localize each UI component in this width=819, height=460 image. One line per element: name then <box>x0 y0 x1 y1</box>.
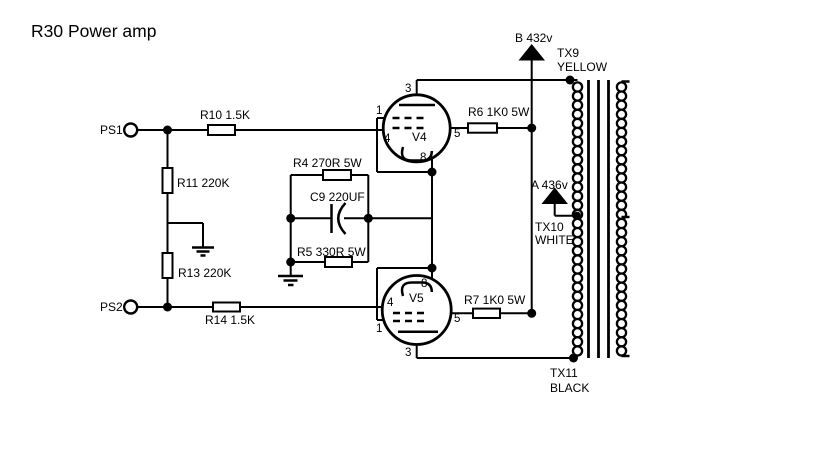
secondary-winding <box>615 81 628 357</box>
junction-dot <box>363 213 373 223</box>
junction-dot-tx9 <box>565 75 575 85</box>
v5-pin3-label: 3 <box>405 347 411 359</box>
junction-dot <box>427 167 437 177</box>
tx11-wire-label: BLACK <box>550 381 589 395</box>
r11-label: R11 220K <box>177 176 229 190</box>
v4-pin8-label: 8 <box>420 152 426 164</box>
r10-resistor <box>207 124 236 136</box>
b-supply: B 432v <box>515 31 552 61</box>
c9-capacitor: C9 220UF <box>310 190 365 235</box>
junction-dot <box>427 263 437 273</box>
input-ps1: PS1 <box>100 122 139 138</box>
r11-resistor <box>161 167 174 194</box>
r7-label: R7 1K0 5W <box>464 293 526 307</box>
r13-label: R13 220K <box>178 266 231 280</box>
v5-pin8-label: 8 <box>421 278 427 290</box>
tx11-label: TX11 <box>550 366 578 380</box>
ps1-label: PS1 <box>100 123 123 137</box>
v4-pin5-label: 5 <box>454 128 460 140</box>
r4-label: R4 270R 5W <box>293 156 362 170</box>
r6-resistor <box>467 122 498 134</box>
tx9-label: TX9 <box>557 46 579 60</box>
tube-v5: V5 8 4 1 5 3 <box>376 274 460 359</box>
output-transformer: TX9 YELLOW TX10 WHITE TX11 BLACK <box>535 46 630 395</box>
junction-dot <box>163 125 172 135</box>
v4-pin1-label: 1 <box>376 105 382 117</box>
junction-dot <box>527 123 537 133</box>
v4-pin4-label: 4 <box>384 133 391 145</box>
input-ps2: PS2 <box>100 299 139 315</box>
ps1-terminal-icon <box>122 122 139 138</box>
junction-dots <box>163 75 581 363</box>
tx10-label: TX10 <box>535 220 564 234</box>
page-title: R30 Power amp <box>31 21 156 41</box>
ground-divider <box>192 246 214 257</box>
tube-v4: V4 3 1 4 5 8 <box>376 83 460 164</box>
junction-dot-tx11 <box>569 353 578 363</box>
v5-envelope <box>380 274 453 346</box>
a-supply-arrow-icon <box>541 187 568 204</box>
v4-pin3-label: 3 <box>405 83 411 95</box>
ps2-terminal-icon <box>122 299 139 315</box>
junction-dot <box>527 308 537 318</box>
v5-pin5-label: 5 <box>454 313 460 325</box>
tx9-wire-label: YELLOW <box>557 60 608 74</box>
r10-label: R10 1.5K <box>200 108 250 122</box>
ground-cathode-network <box>278 274 303 287</box>
a-supply: A 436v <box>531 178 568 204</box>
v5-cathode <box>400 281 434 297</box>
junction-dot <box>163 302 172 312</box>
resistors: R10 1.5K R11 220K R13 220K R14 1.5K R4 2… <box>161 105 530 327</box>
r13-resistor <box>161 252 174 279</box>
primary-winding <box>571 81 584 357</box>
v4-label: V4 <box>412 130 427 144</box>
r14-resistor <box>212 301 241 313</box>
ps2-label: PS2 <box>100 300 123 314</box>
c9-label: C9 220UF <box>310 190 365 204</box>
junction-dot-tx10 <box>573 211 581 220</box>
c9-curved-plate <box>337 202 347 235</box>
v5-pin4-label: 4 <box>387 297 394 309</box>
v5-label: V5 <box>409 291 424 305</box>
b-supply-label: B 432v <box>515 31 552 45</box>
r14-label: R14 1.5K <box>205 313 255 327</box>
r6-label: R6 1K0 5W <box>468 105 530 119</box>
junction-dot <box>286 213 296 223</box>
tx10-wire-label: WHITE <box>535 233 574 247</box>
v4-cathode <box>400 146 434 162</box>
r5-label: R5 330R 5W <box>297 245 366 259</box>
r7-resistor <box>472 307 501 320</box>
v5-pin1-label: 1 <box>376 323 382 335</box>
junction-dot <box>286 257 296 267</box>
b-supply-arrow-icon <box>518 44 545 61</box>
a-supply-label: A 436v <box>531 178 568 192</box>
r5-resistor <box>324 256 353 268</box>
r4-resistor <box>322 169 352 181</box>
